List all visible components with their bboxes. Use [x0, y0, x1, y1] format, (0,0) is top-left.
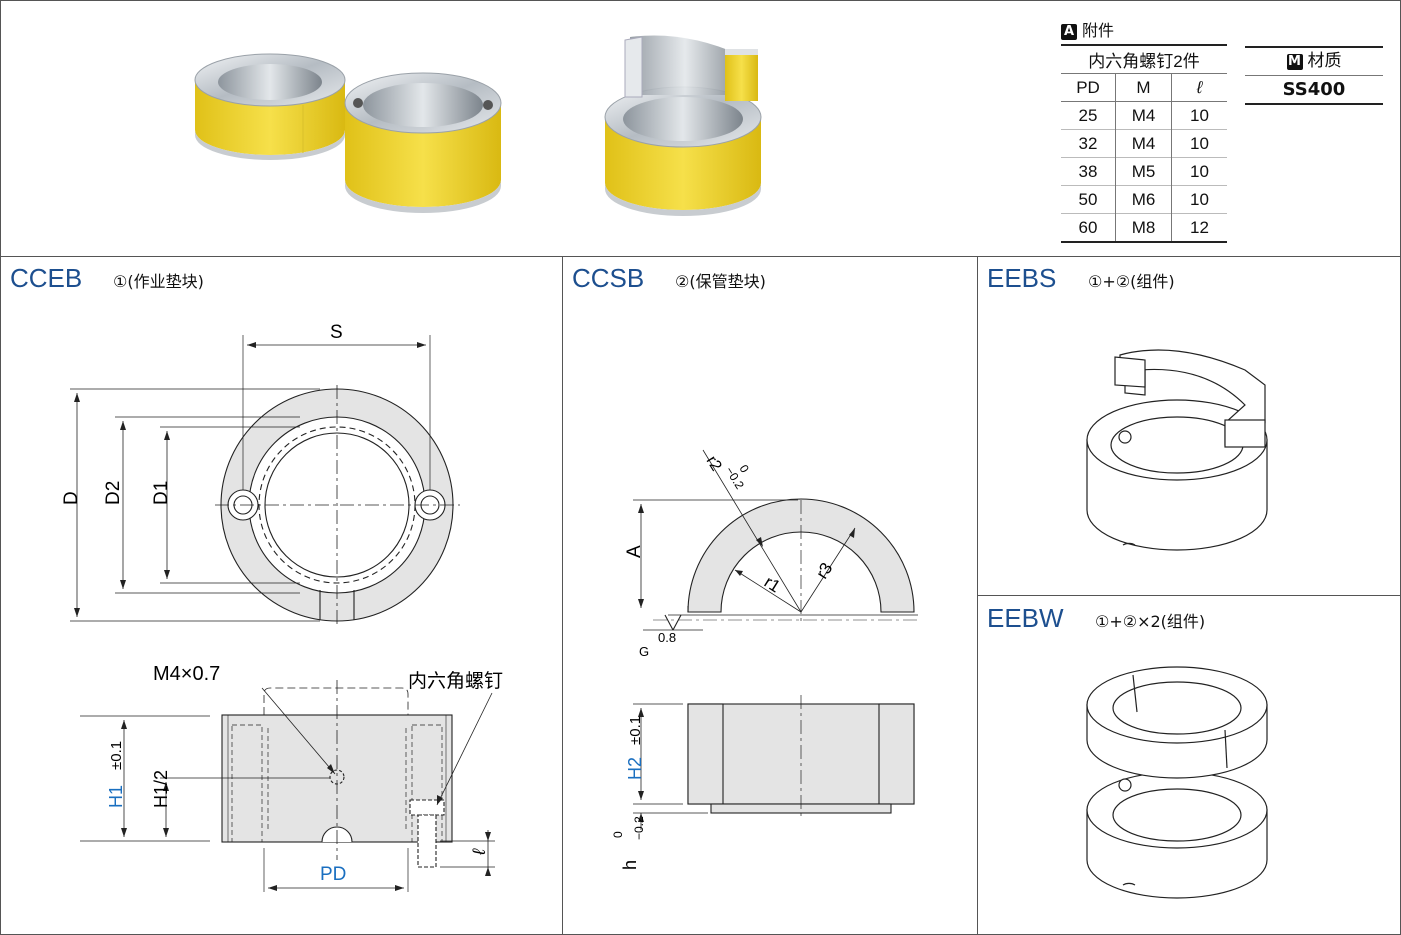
material-badge: M — [1286, 54, 1303, 70]
column-ell: ℓ — [1196, 77, 1203, 97]
cell-m: M8 — [1115, 213, 1172, 242]
column-m: M — [1115, 73, 1172, 102]
table-row: 60 M8 12 — [1061, 213, 1227, 242]
ccsb-title: CCSB — [572, 263, 645, 293]
thread-label: M4×0.7 — [153, 663, 220, 685]
cell-pd: 38 — [1061, 157, 1116, 186]
column-pd: PD — [1061, 73, 1116, 102]
accessory-column-row: PD M ℓ — [1061, 73, 1227, 102]
eebs-drawing — [1086, 349, 1268, 551]
table-row: 38 M5 10 — [1061, 157, 1227, 186]
cceb-drawing: S D D2 D1 M4×0.7 内六角螺钉 H1 ±0.1 H1/2 PD ℓ — [61, 322, 503, 892]
dim-h1-half-label: H1/2 — [151, 770, 171, 808]
dim-d1-label: D1 — [151, 481, 172, 505]
dim-d2-label: D2 — [103, 481, 124, 505]
table-row: 32 M4 10 — [1061, 129, 1227, 158]
dim-h-label: h — [620, 860, 640, 870]
cell-pd: 60 — [1061, 213, 1116, 242]
material-heading: 材质 — [1307, 51, 1342, 71]
cell-m: M6 — [1115, 185, 1172, 214]
cell-ell: 10 — [1190, 161, 1209, 181]
cell-pd: 50 — [1061, 185, 1116, 214]
eebs-photo — [604, 35, 762, 216]
cell-m: M5 — [1115, 157, 1172, 186]
eebw-title: EEBW — [987, 603, 1064, 633]
material-value: SS400 — [1282, 79, 1346, 100]
roughness-g: G — [639, 644, 649, 659]
cell-ell: 12 — [1190, 217, 1209, 237]
dim-r1-label: r1 — [761, 572, 784, 596]
ccsb-drawing: r2 0 −0.2 A r1 r3 0.8 G H2 ±0.1 h 0 −0.2 — [611, 449, 918, 870]
accessory-table: 内六角螺钉2件 PD M ℓ 25 M4 10 32 M4 10 38 M5 1… — [1061, 44, 1227, 243]
eebs-title: EEBS — [987, 263, 1057, 293]
dim-h2-label: H2 — [625, 757, 645, 780]
cceb-photo — [194, 53, 346, 160]
dim-r2-label: r2 — [703, 453, 725, 474]
cell-ell: 10 — [1190, 105, 1209, 125]
dim-a-label: A — [624, 545, 645, 558]
table-row: 25 M4 10 — [1061, 101, 1227, 130]
ccsb-desc: ②(保管垫块) — [675, 272, 766, 291]
roughness-value: 0.8 — [658, 630, 676, 645]
product-photo — [194, 35, 762, 216]
accessory-group-header: 内六角螺钉2件 — [1061, 45, 1227, 74]
dim-h-tol-up: 0 — [611, 831, 625, 838]
eebw-drawing — [1086, 666, 1268, 899]
cell-m: M4 — [1115, 129, 1172, 158]
cell-m: M4 — [1115, 101, 1172, 130]
accessory-section: A 附件 内六角螺钉2件 PD M ℓ 25 M4 10 32 M4 10 38 … — [1061, 20, 1227, 243]
dim-ell-label: ℓ — [469, 848, 489, 856]
cceb-title: CCEB — [10, 263, 83, 293]
cceb-photo-large — [344, 72, 502, 213]
eebw-desc: ①+②×2(组件) — [1095, 612, 1206, 631]
cell-pd: 25 — [1061, 101, 1116, 130]
dim-h1-tol: ±0.1 — [108, 741, 125, 770]
dim-pd-label: PD — [320, 864, 346, 885]
accessory-badge: A — [1061, 24, 1077, 40]
dim-d-label: D — [61, 491, 82, 505]
table-row: 50 M6 10 — [1061, 185, 1227, 214]
accessory-heading: 附件 — [1082, 21, 1115, 40]
cell-ell: 10 — [1190, 189, 1209, 209]
cceb-desc: ①(作业垫块) — [113, 272, 204, 291]
dim-s-label: S — [330, 322, 343, 343]
eebs-desc: ①+②(组件) — [1088, 272, 1175, 291]
dim-h1-label: H1 — [106, 785, 126, 808]
cell-ell: 10 — [1190, 133, 1209, 153]
dim-h2-tol: ±0.1 — [627, 716, 644, 745]
screw-label: 内六角螺钉 — [408, 670, 503, 692]
dim-h-tol-low: −0.2 — [632, 816, 646, 840]
cell-pd: 32 — [1061, 129, 1116, 158]
